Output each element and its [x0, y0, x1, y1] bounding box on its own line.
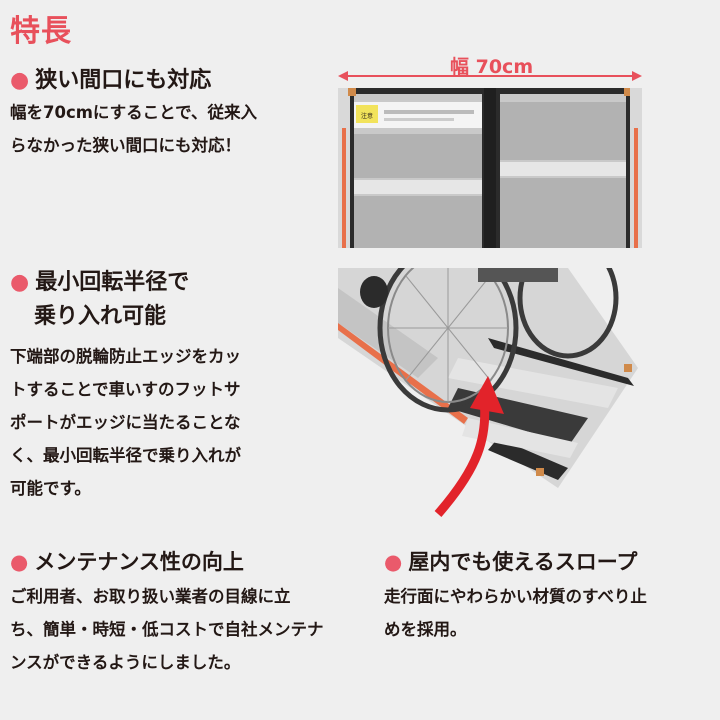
- body-line: めを採用。: [384, 620, 467, 639]
- feature-body-turning-radius: 下端部の脱輪防止エッジをカッ トすることで車いすのフットサ ポートがエッジに当た…: [10, 340, 320, 505]
- heading-text: メンテナンス性の向上: [34, 550, 244, 574]
- body-line: 走行面にやわらかい材質のすべり止: [384, 587, 647, 606]
- page-title: 特長: [10, 14, 72, 49]
- body-line: らなかった狭い間口にも対応！: [10, 136, 241, 155]
- heading-text: 乗り入れ可能: [34, 304, 167, 329]
- body-line: ンスができるようにしました。: [10, 653, 241, 672]
- warning-label: 注意: [361, 112, 373, 120]
- feature-heading-maintenance: ●メンテナンス性の向上: [10, 546, 244, 576]
- body-line: 幅を70cmにすることで、従来入: [10, 103, 257, 122]
- bullet-icon: ●: [10, 68, 30, 93]
- body-line: 下端部の脱輪防止エッジをカッ: [10, 347, 241, 366]
- width-dimension-arrow: [338, 71, 642, 81]
- feature-heading-narrow-entrance: ●狭い間口にも対応: [10, 62, 211, 94]
- body-line: 可能です。: [10, 479, 91, 498]
- body-line: トすることで車いすのフットサ: [10, 380, 241, 399]
- feature-body-narrow-entrance: 幅を70cmにすることで、従来入 らなかった狭い間口にも対応！: [10, 96, 310, 162]
- feature-heading-text: 狭い間口にも対応: [35, 68, 212, 93]
- feature-heading-indoor-use: ●屋内でも使えるスロープ: [384, 546, 637, 576]
- heading-text: 屋内でも使えるスロープ: [408, 550, 638, 574]
- heading-text: 最小回転半径で: [35, 270, 190, 295]
- feature-body-maintenance: ご利用者、お取り扱い業者の目線に立 ち、簡単・時短・低コストで自社メンテナ ンス…: [10, 580, 370, 679]
- feature-body-indoor-use: 走行面にやわらかい材質のすべり止 めを採用。: [384, 580, 714, 646]
- bullet-icon: ●: [10, 270, 30, 295]
- feature-heading-turning-radius: ●最小回転半径で 乗り入れ可能: [10, 266, 189, 334]
- bullet-icon: ●: [10, 550, 29, 574]
- slope-top-view-photo: 注意: [338, 88, 642, 248]
- body-line: ポートがエッジに当たることな: [10, 413, 241, 432]
- body-line: ち、簡単・時短・低コストで自社メンテナ: [10, 620, 324, 639]
- heading-line-1: ●最小回転半径で: [10, 266, 189, 300]
- body-line: ご利用者、お取り扱い業者の目線に立: [10, 587, 291, 606]
- wheelchair-on-slope-photo: [338, 268, 640, 520]
- body-line: く、最小回転半径で乗り入れが: [10, 446, 241, 465]
- width-dimension-label: 幅 70cm: [450, 56, 534, 78]
- bullet-icon: ●: [384, 550, 403, 574]
